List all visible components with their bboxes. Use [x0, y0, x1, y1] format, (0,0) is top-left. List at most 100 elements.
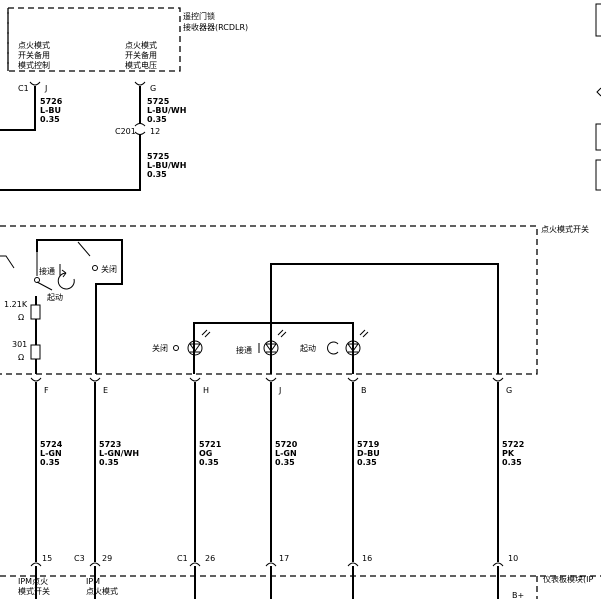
switch-start-arrowhead [61, 269, 67, 278]
switch-module-outline [0, 225, 538, 375]
edge-box-1 [595, 3, 601, 37]
switch-off-contact [92, 265, 98, 271]
bottom-connector-c1: C1 [177, 554, 188, 563]
switch-feed-wire [36, 239, 123, 374]
switch-pin-F-label: F [44, 386, 49, 395]
rcdlr-connector-label: C1 [18, 84, 29, 93]
switch-pos-start: 起动 [47, 292, 63, 302]
switch-pos-off: 关闭 [101, 264, 117, 274]
rcdlr-module-outline [7, 7, 181, 72]
rcdlr-left-box-line3: 模式控制 [18, 60, 50, 70]
wire-5722-circuit: 5722 [502, 440, 524, 449]
res2-unit: Ω [18, 353, 24, 362]
bottom-pin-16: 16 [362, 554, 372, 563]
wire-5724-color: L-GN [40, 449, 62, 458]
rcdlr-right-box-line2: 开关备用 [125, 50, 157, 60]
wire-5722-color: PK [502, 449, 515, 458]
ipm-left-line2: 模式开关 [18, 586, 50, 596]
edge-box-2 [595, 123, 601, 151]
c201-pin: 12 [150, 127, 160, 136]
rcdlr-title-line2: 接收器器(RCDLR) [183, 22, 248, 32]
led-off-label: 关闭 [152, 343, 168, 353]
wire-5723-color: L-GN/WH [99, 449, 139, 458]
wire-5719-gauge: 0.35 [357, 458, 377, 467]
switch-pin-E-label: E [103, 386, 108, 395]
led-start-icon [345, 329, 369, 356]
bottom-pin-26: 26 [205, 554, 215, 563]
wire-5724-circuit: 5724 [40, 440, 63, 449]
rcdlr-pin-j-label: J [44, 84, 47, 93]
switch-pin-B-symbol [347, 377, 359, 382]
ipm-right-line2: 点火模式 [86, 586, 118, 596]
switch-pin-G-symbol [492, 377, 504, 382]
wire-5725-upper-color: L-BU/WH [147, 106, 186, 115]
c201-upper-half [134, 123, 146, 127]
resistor-301 [30, 344, 41, 360]
wire-5725-lower-gauge: 0.35 [147, 170, 167, 179]
rcdlr-title-line1: 遥控门锁 [183, 11, 215, 21]
led-start-label: 起动 [300, 343, 316, 353]
ipm-right-line1: IPM [86, 577, 100, 586]
switch-title: 点火模式开关 [541, 224, 589, 234]
edge-box-3 [595, 159, 601, 191]
wire-5726-circuit: 5726 [40, 97, 63, 106]
rcdlr-right-box-line3: 模式电压 [125, 60, 157, 70]
bottom-pin-symbol-1 [89, 562, 101, 567]
rcdlr-pin-g-symbol [134, 81, 146, 86]
led-feed-wire [270, 263, 499, 374]
switch-pin-H-label: H [203, 386, 209, 395]
wire-5724-gauge: 0.35 [40, 458, 60, 467]
bottom-pin-symbol-0 [30, 562, 42, 567]
rcdlr-left-box-line1: 点火模式 [18, 40, 50, 50]
edge-arrow [596, 87, 601, 97]
wire-5719-circuit: 5719 [357, 440, 380, 449]
led-on-label: 接通 [236, 345, 252, 355]
rcdlr-wire-5726 [0, 86, 36, 131]
led-start-rotation-icon [327, 341, 339, 355]
res2-value: 301 [12, 340, 27, 349]
led-off-icon [187, 329, 211, 356]
switch-pin-J-symbol [265, 377, 277, 382]
wire-5722-gauge: 0.35 [502, 458, 522, 467]
wire-5721-circuit: 5721 [199, 440, 222, 449]
wire-5726-gauge: 0.35 [40, 115, 60, 124]
wire-5721-gauge: 0.35 [199, 458, 219, 467]
rcdlr-left-box-line2: 开关备用 [18, 50, 50, 60]
c201-label: C201 [115, 127, 136, 136]
wire-5725-lower-color: L-BU/WH [147, 161, 186, 170]
wire-5720-circuit: 5720 [275, 440, 298, 449]
switch-pin-B-label: B [361, 386, 367, 395]
wire-5726-color: L-BU [40, 106, 61, 115]
bottom-pin-17: 17 [279, 554, 289, 563]
wire-5725-upper-gauge: 0.35 [147, 115, 167, 124]
switch-pin-G-label: G [506, 386, 512, 395]
switch-pos-crank: 接通 [39, 266, 55, 276]
bottom-connector-c3: C3 [74, 554, 85, 563]
wire-5725-upper-circuit: 5725 [147, 97, 170, 106]
ipm-label: 仪表板模块(IP [543, 574, 593, 584]
bottom-pin-15: 15 [42, 554, 52, 563]
wire-5723-circuit: 5723 [99, 440, 121, 449]
rcdlr-pin-j-symbol [29, 81, 41, 86]
wire-5725-lower-circuit: 5725 [147, 152, 170, 161]
wire-5719-color: D-BU [357, 449, 380, 458]
bottom-pin-29: 29 [102, 554, 112, 563]
bottom-pin-symbol-4 [347, 562, 359, 567]
led-on-icon [263, 329, 287, 356]
switch-start-rotation-arrow [57, 272, 75, 290]
switch-pin-F-symbol [30, 377, 42, 382]
rcdlr-right-box-line1: 点火模式 [125, 40, 157, 50]
switch-lever-off [77, 241, 91, 257]
bottom-pin-symbol-5 [492, 562, 504, 567]
ipm-bplus: B+ [512, 591, 524, 599]
resistor-1-21k [30, 304, 41, 320]
switch-lever-start [36, 281, 53, 291]
led-bus-wire [193, 322, 354, 374]
led-off-indicator [173, 345, 179, 351]
switch-pin-H-symbol [189, 377, 201, 382]
wire-5721-color: OG [199, 449, 212, 458]
res1-value: 1.21K [4, 300, 28, 309]
switch-pin-J-label: J [278, 386, 281, 395]
bottom-pin-symbol-3 [265, 562, 277, 567]
